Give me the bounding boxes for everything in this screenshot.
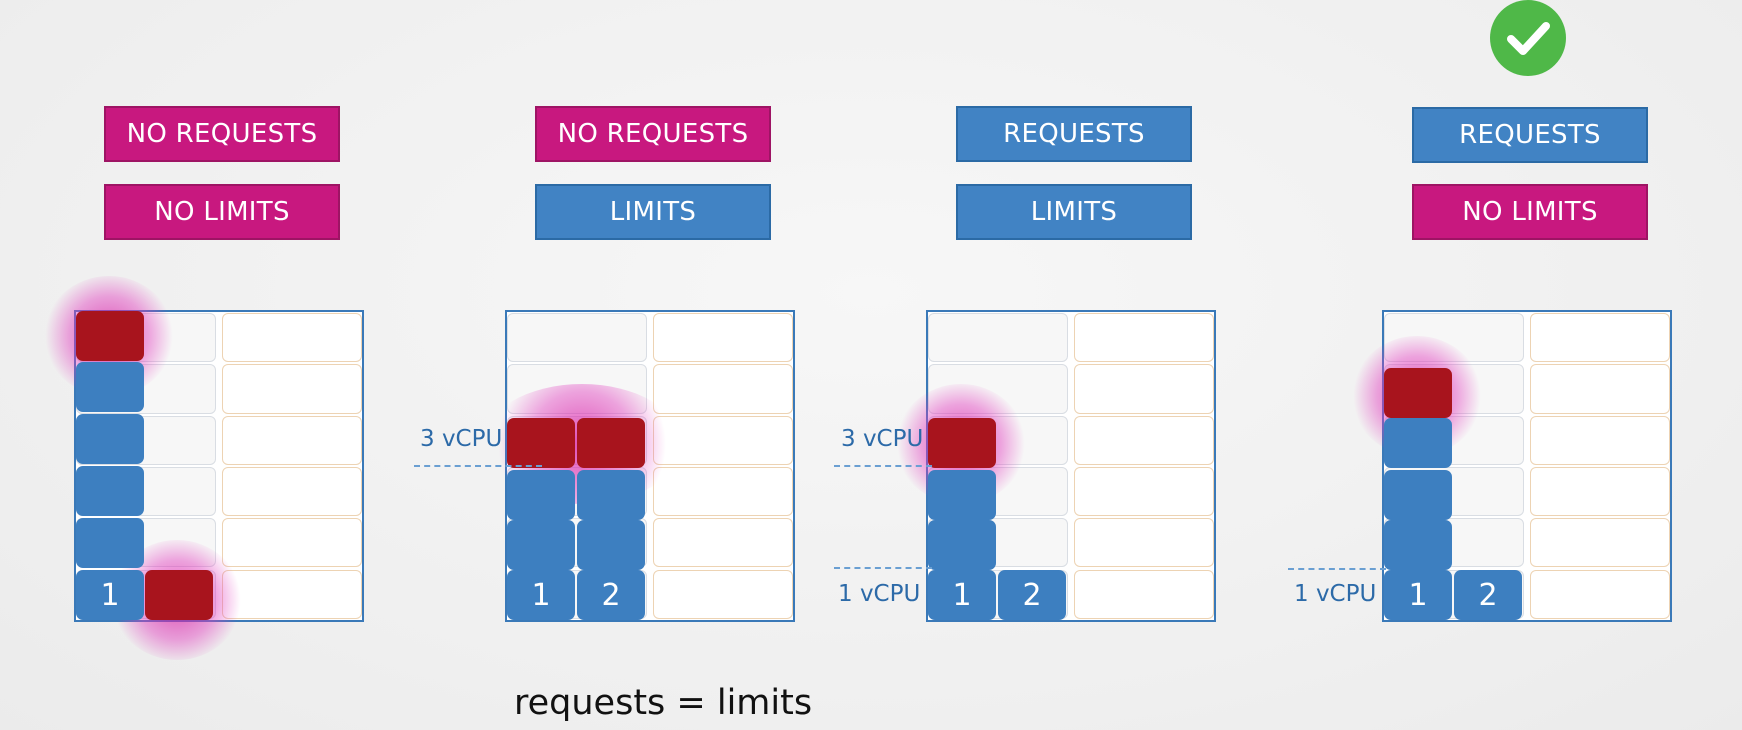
limit-label: 3 vCPU [420, 426, 503, 452]
cpu-block [507, 520, 575, 570]
cpu-block-throttled [76, 311, 144, 361]
grid-cell [1530, 518, 1670, 568]
cpu-block [577, 470, 645, 520]
grid-cell [653, 313, 793, 363]
requests-badge: REQUESTS [956, 106, 1192, 162]
cpu-block [76, 362, 144, 412]
grid-cell [222, 364, 362, 414]
limits-badge: LIMITS [535, 184, 771, 240]
grid-cell [507, 313, 647, 363]
cpu-block-throttled [1384, 368, 1452, 418]
limits-badge: NO LIMITS [104, 184, 340, 240]
pod-2-block: 2 [1454, 570, 1522, 620]
grid-cell [222, 415, 362, 465]
grid-cell [1530, 569, 1670, 619]
grid-cell [653, 466, 793, 517]
cpu-block-throttled [507, 418, 575, 468]
grid-cell [928, 313, 1068, 363]
limit-guide-line [414, 465, 542, 467]
cpu-block [76, 414, 144, 464]
pod-1-block: 1 [507, 570, 575, 620]
caption: requests = limits [514, 683, 813, 723]
grid-cell [653, 364, 793, 414]
grid-cell [1530, 313, 1670, 363]
grid-cell [1074, 466, 1214, 517]
cpu-block-throttled [577, 418, 645, 468]
limit-guide-line [834, 465, 932, 467]
pod-2-block: 2 [998, 570, 1066, 620]
grid-cell [222, 569, 362, 619]
request-guide-line [1288, 568, 1386, 570]
pod-2-block-starved [145, 570, 213, 620]
grid-cell [1530, 466, 1670, 517]
request-guide-line [834, 567, 932, 569]
request-label: 1 vCPU [1294, 581, 1377, 607]
cpu-block [577, 520, 645, 570]
limit-label: 3 vCPU [841, 426, 924, 452]
limits-badge: NO LIMITS [1412, 184, 1648, 240]
requests-badge: NO REQUESTS [104, 106, 340, 162]
cpu-block [928, 520, 996, 570]
cpu-block [507, 470, 575, 520]
cpu-block [928, 470, 996, 520]
cpu-block [1384, 520, 1452, 570]
pod-1-block: 1 [1384, 570, 1452, 620]
requests-badge: NO REQUESTS [535, 106, 771, 162]
grid-cell [1074, 415, 1214, 465]
grid-cell [653, 518, 793, 568]
cpu-block [76, 466, 144, 516]
grid-cell [222, 466, 362, 517]
grid-cell [1074, 313, 1214, 363]
requests-badge: REQUESTS [1412, 107, 1648, 163]
pod-2-block: 2 [577, 570, 645, 620]
check-circle-icon [1490, 0, 1566, 76]
grid-cell [1074, 518, 1214, 568]
grid-cell [1074, 569, 1214, 619]
cpu-block [1384, 418, 1452, 468]
grid-cell [1530, 364, 1670, 414]
grid-cell [1074, 364, 1214, 414]
cpu-block [76, 518, 144, 568]
cpu-block-throttled [928, 418, 996, 468]
grid-cell [222, 518, 362, 568]
cpu-block [1384, 470, 1452, 520]
pod-1-block: 1 [928, 570, 996, 620]
limits-badge: LIMITS [956, 184, 1192, 240]
grid-cell [653, 569, 793, 619]
grid-cell [222, 313, 362, 363]
grid-cell [1530, 415, 1670, 465]
request-label: 1 vCPU [838, 581, 921, 607]
pod-1-block: 1 [76, 570, 144, 620]
